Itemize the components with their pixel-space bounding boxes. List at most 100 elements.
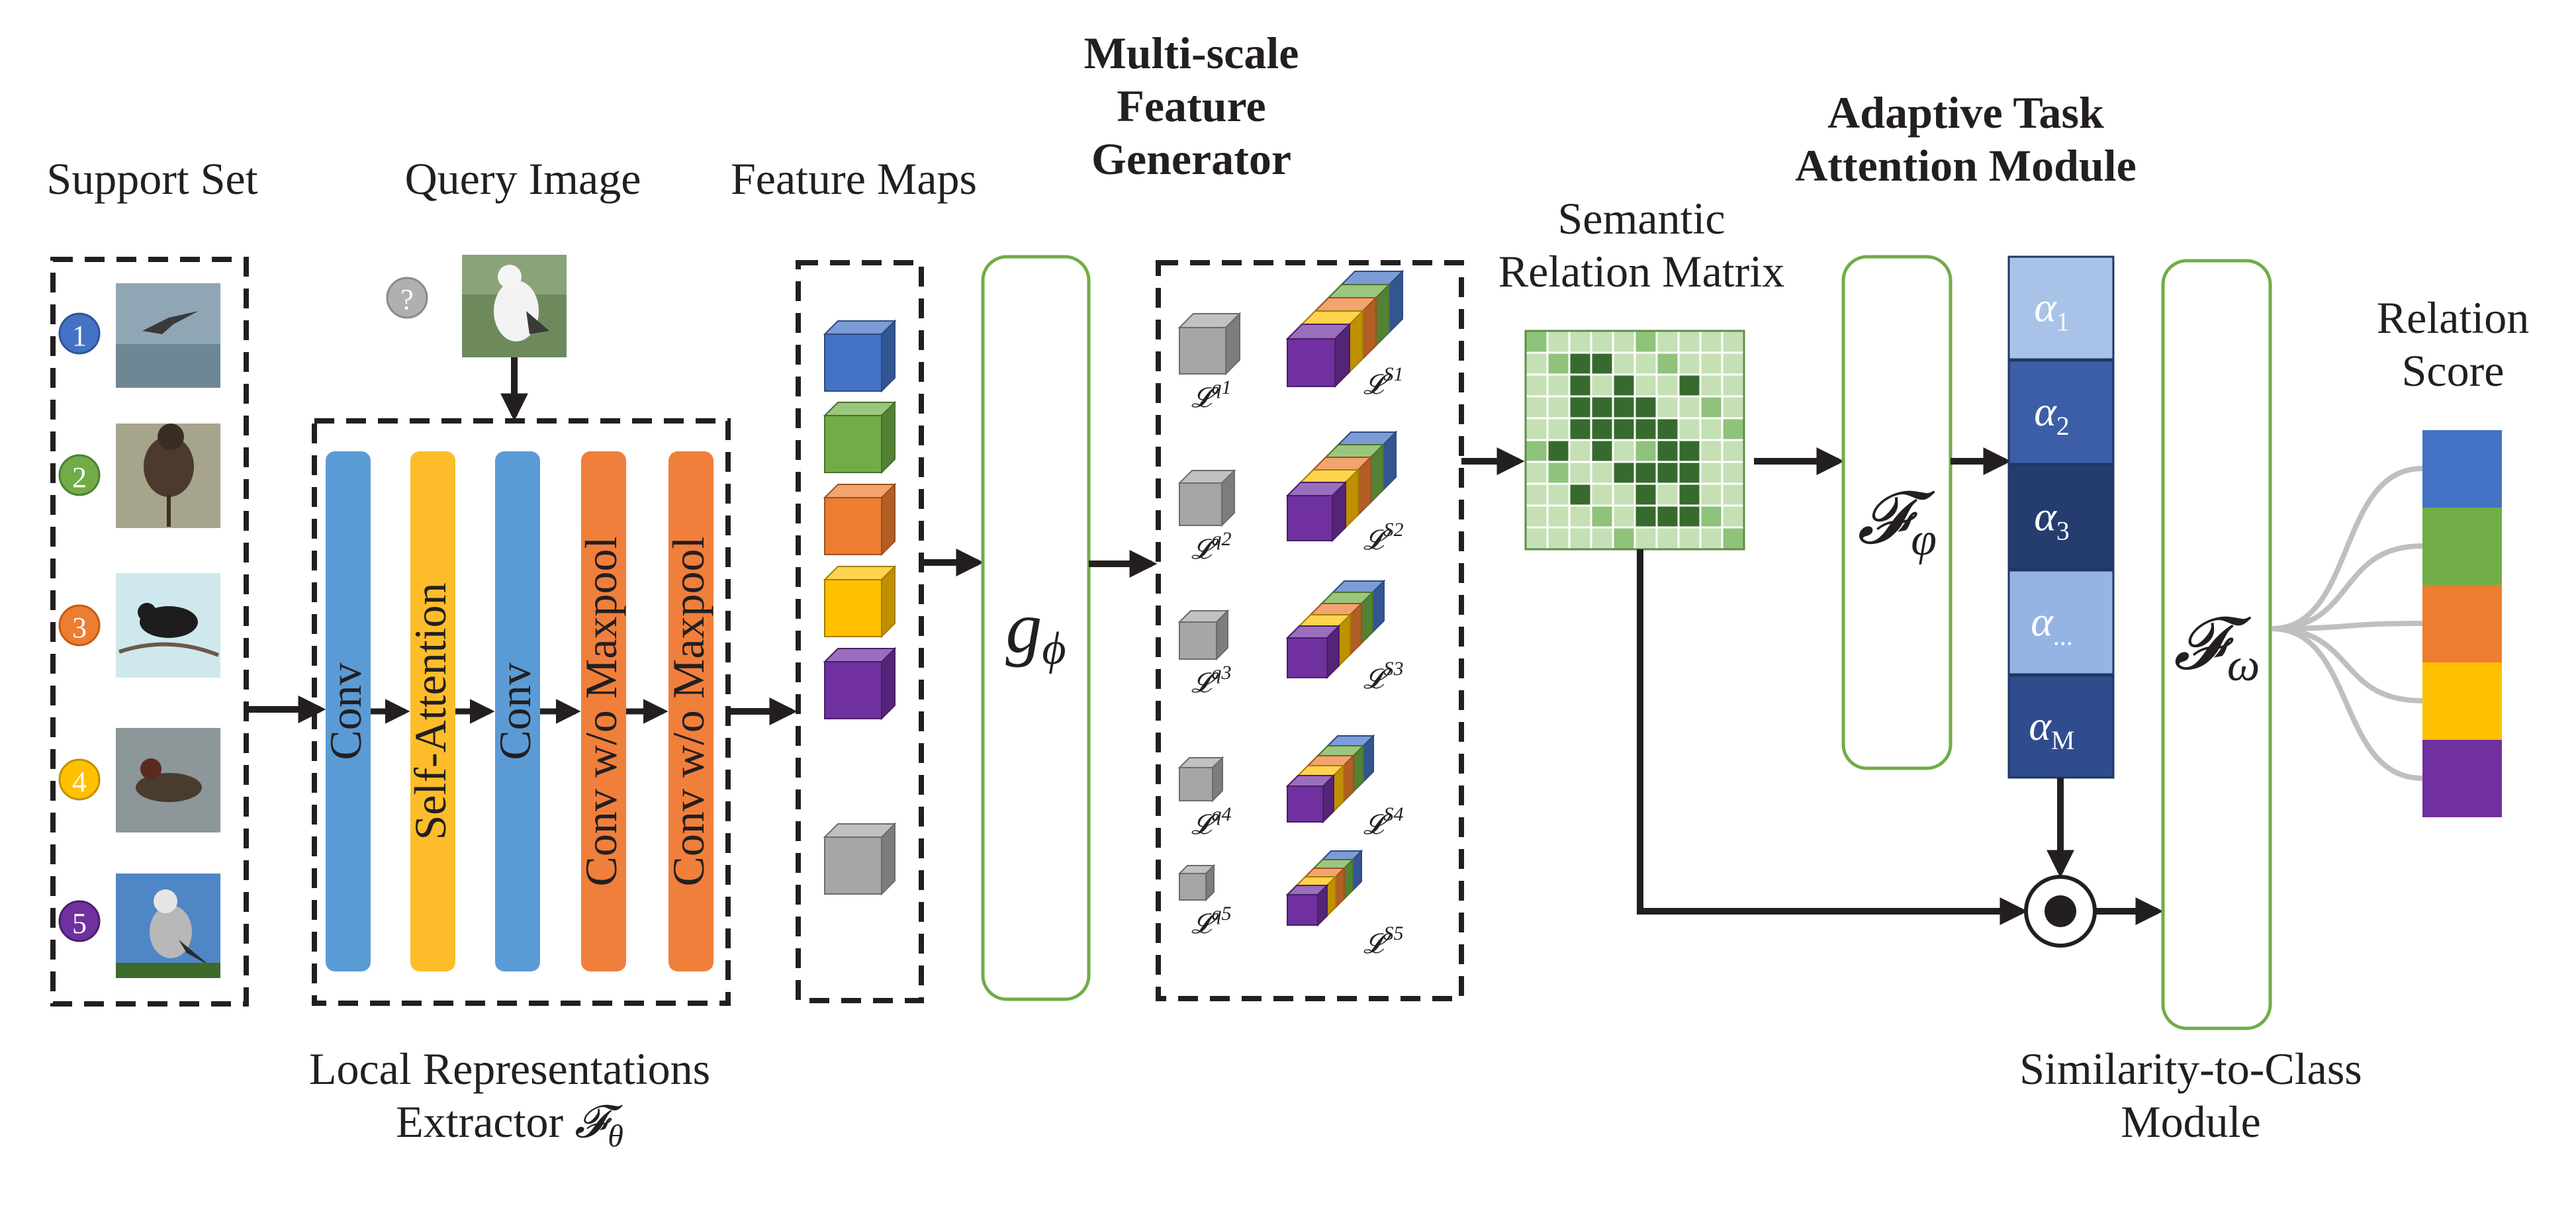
matrix-cell <box>1524 461 1549 485</box>
query-scale-label: 𝓛q1 <box>1191 377 1232 414</box>
relation-score-title: Relation Score <box>2330 291 2576 397</box>
matrix-cell <box>1677 439 1702 463</box>
layer-label: Conv w/o Maxpool <box>576 537 626 887</box>
matrix-cell <box>1655 461 1680 485</box>
generator-module <box>981 255 1091 1001</box>
matrix-cell <box>1524 373 1549 398</box>
generator-symbol: gϕ <box>1005 587 1066 674</box>
query-marker: ? <box>386 277 428 319</box>
matrix-cell <box>1721 417 1745 441</box>
matrix-cell <box>1633 482 1658 507</box>
score-connector <box>2271 543 2423 631</box>
matrix-cell <box>1568 417 1592 441</box>
matrix-cell <box>1612 439 1636 463</box>
matrix-cell <box>1546 351 1571 376</box>
query-scale-label: 𝓛q4 <box>1191 803 1232 840</box>
score-connector <box>2271 626 2423 703</box>
matrix-cell <box>1568 373 1592 398</box>
matrix-cell <box>1721 526 1745 551</box>
matrix-cell <box>1655 373 1680 398</box>
stc-title: Similarity-to-Class Module <box>1959 1042 2422 1148</box>
attention-weight-cell: α2 <box>2007 359 2115 465</box>
matrix-cell <box>1721 461 1745 485</box>
atam-title-line2: Attention Module <box>1795 140 2137 191</box>
layer-conv-nomax-1 <box>581 451 626 971</box>
msfg-title-line1: Multi-scale <box>1083 28 1299 78</box>
matrix-cell <box>1546 395 1571 420</box>
matrix-cell <box>1612 482 1636 507</box>
matrix-cell <box>1546 439 1571 463</box>
relation-score-cell <box>2422 662 2502 740</box>
matrix-cell <box>1699 482 1724 507</box>
msfg-title-line2: Feature <box>1117 81 1266 132</box>
lre-symbol-sub: θ <box>608 1118 623 1154</box>
layer-self-attention <box>410 451 455 971</box>
atam-title: Adaptive Task Attention Module <box>1734 86 2197 192</box>
matrix-cell <box>1590 373 1614 398</box>
srm-title-line2: Relation Matrix <box>1498 246 1785 297</box>
feature-cube <box>823 822 897 896</box>
matrix-cell <box>1633 461 1658 485</box>
task-attention-symbol: 𝓕φ <box>1857 478 1937 565</box>
matrix-cell <box>1655 395 1680 420</box>
matrix-cell <box>1524 395 1549 420</box>
matrix-cell <box>1633 526 1658 551</box>
query-scale-label: 𝓛q3 <box>1191 662 1232 699</box>
support-image-bird-water <box>116 283 220 388</box>
feature-maps-title: Feature Maps <box>730 154 977 204</box>
matrix-cell <box>1677 395 1702 420</box>
matrix-cell <box>1721 373 1745 398</box>
matrix-cell <box>1568 482 1592 507</box>
lre-title-line2: Extractor 𝓕θ <box>199 1095 821 1155</box>
feature-cube <box>823 482 897 557</box>
matrix-cell <box>1524 330 1549 354</box>
support-image-bird-branch <box>116 424 220 528</box>
matrix-cell <box>1677 417 1702 441</box>
relation-score-column <box>2422 430 2502 817</box>
query-feature-cube <box>1177 864 1216 902</box>
matrix-cell <box>1633 373 1658 398</box>
relation-score-line2: Score <box>2401 345 2505 396</box>
matrix-cell <box>1612 330 1636 354</box>
matrix-cell <box>1568 504 1592 529</box>
matrix-cell <box>1677 351 1702 376</box>
support-item-1: 1 <box>58 283 220 388</box>
matrix-cell <box>1699 395 1724 420</box>
matrix-cell <box>1590 482 1614 507</box>
matrix-cell <box>1524 504 1549 529</box>
layer-label: Self-Attention <box>405 582 455 840</box>
query-scale-label: 𝓛q5 <box>1191 903 1232 940</box>
score-connector <box>2271 626 2423 781</box>
similarity-module <box>2161 259 2272 1030</box>
layer-label: Conv <box>490 662 540 760</box>
atam-title-line1: Adaptive Task <box>1827 87 2104 138</box>
support-item-number: 5 <box>72 907 87 940</box>
matrix-cell <box>1568 330 1592 354</box>
query-feature-cube <box>1177 312 1242 376</box>
matrix-cell <box>1655 526 1680 551</box>
support-image-grebe-water <box>116 728 220 832</box>
attention-weight-label: α3 <box>2034 493 2070 546</box>
matrix-cell <box>1633 504 1658 529</box>
query-feature-cube <box>1177 609 1230 661</box>
matrix-cell <box>1546 373 1571 398</box>
matrix-cell <box>1546 482 1571 507</box>
matrix-cell <box>1568 351 1592 376</box>
query-image-albatross <box>462 255 567 357</box>
msfg-title: Multi-scale Feature Generator <box>1033 26 1350 186</box>
support-image-bird-perch <box>116 573 220 678</box>
query-feature-cube <box>1177 756 1224 803</box>
feature-cube <box>823 319 897 393</box>
task-attention-module <box>1841 255 1953 770</box>
feature-maps-box <box>796 260 924 1003</box>
relation-score-cell <box>2422 740 2502 817</box>
msfg-title-line3: Generator <box>1091 134 1292 185</box>
score-connector <box>2271 621 2423 631</box>
support-scale-label: 𝓛S2 <box>1363 519 1404 556</box>
matrix-cell <box>1524 351 1549 376</box>
matrix-cell <box>1699 330 1724 354</box>
